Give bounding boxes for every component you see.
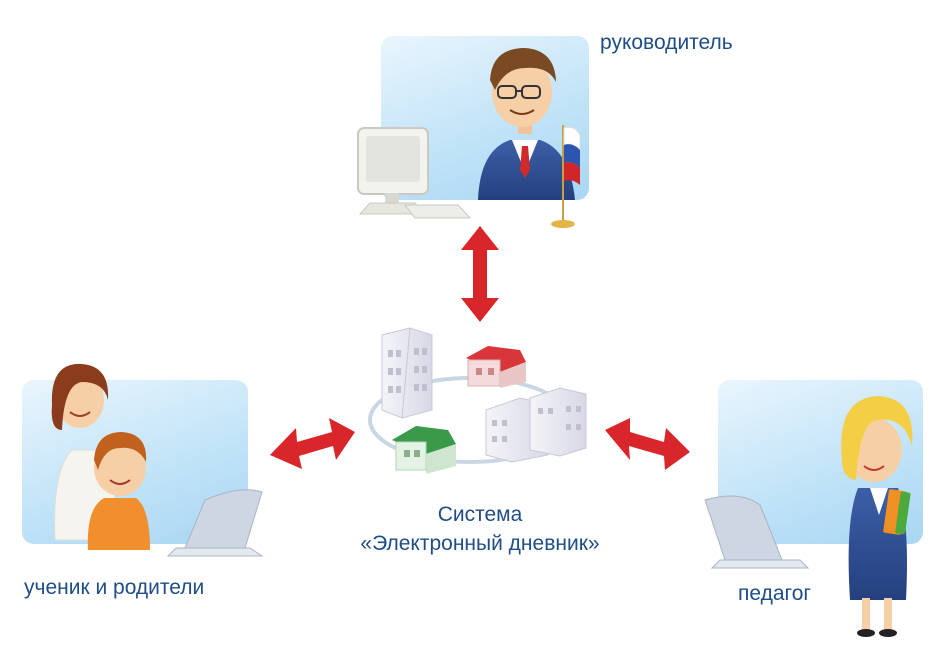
system-caption: Система «Электронный дневник» [300,500,660,558]
red-house-icon [466,346,526,388]
teacher-label: педагог [738,582,812,605]
office-complex-icon [485,387,587,463]
arrow-student-system [270,418,355,469]
system-caption-line2: «Электронный дневник» [360,532,600,555]
director-illustration [357,48,581,228]
teacher-illustration [704,396,913,637]
student-parents-label: ученик и родители [24,576,205,599]
student-parents-illustration [51,363,264,557]
director-label: руководитель [600,31,733,54]
tall-building-icon [381,327,433,419]
arrow-teacher-system [605,418,690,470]
system-illustration [368,327,587,474]
arrow-director-system [461,226,499,322]
green-house-icon [392,426,456,474]
system-caption-line1: Система [437,503,523,526]
